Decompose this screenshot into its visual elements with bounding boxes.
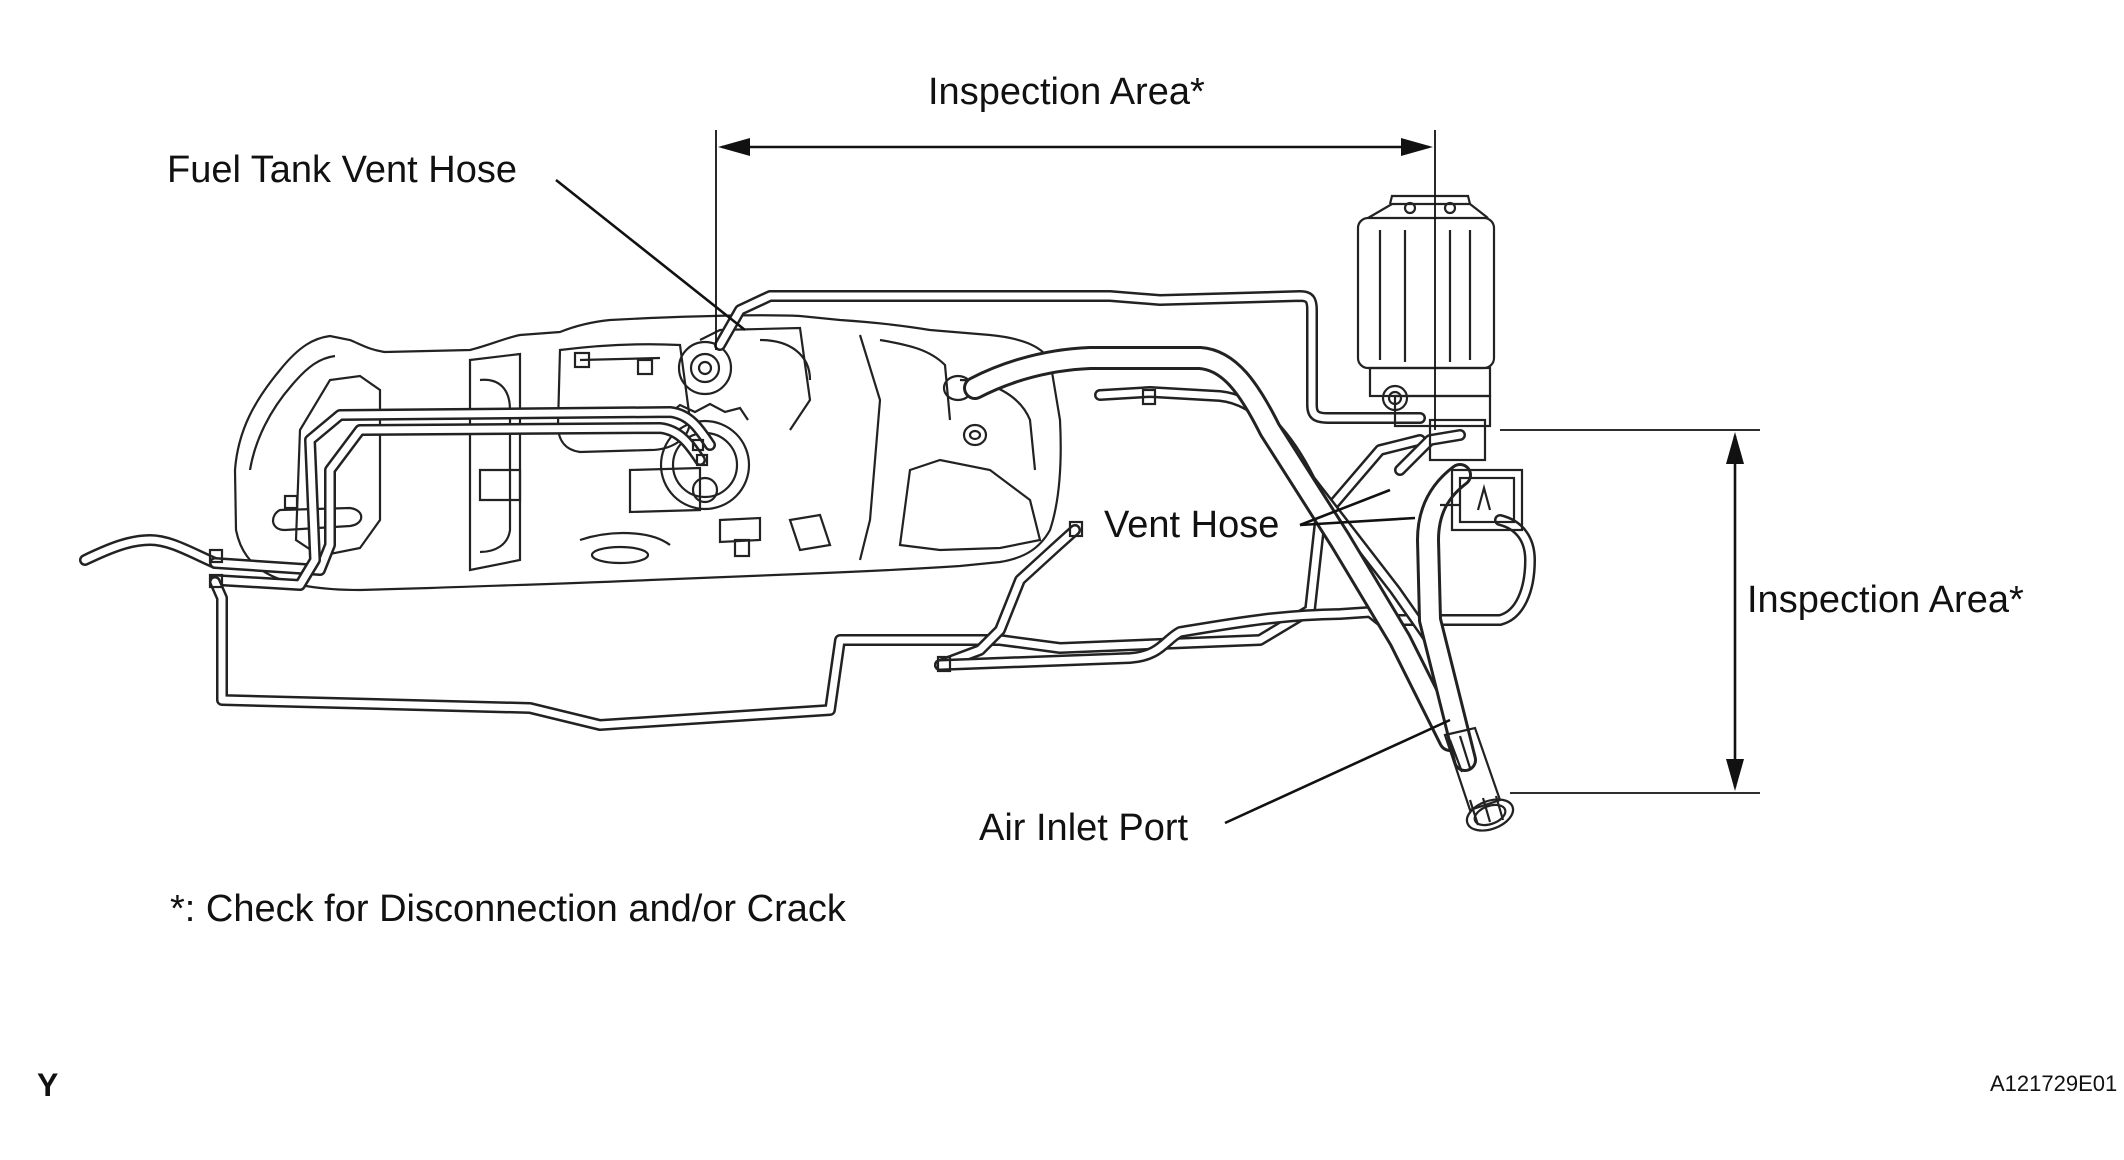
figure-code: A121729E01 <box>1990 1071 2117 1096</box>
footnote: *: Check for Disconnection and/or Crack <box>170 888 847 930</box>
connectors <box>208 388 1157 673</box>
charcoal-canister <box>1356 194 1524 532</box>
fuel-tank <box>233 314 1062 592</box>
inspection-area-top-dimension <box>715 130 1436 430</box>
fuel-tank-vent-hose-label: Fuel Tank Vent Hose <box>167 149 517 191</box>
vent-hose-label: Vent Hose <box>1104 504 1279 546</box>
inspection-area-right-label: Inspection Area* <box>1747 579 2024 621</box>
inspection-area-right-dimension <box>1500 429 1760 794</box>
corner-mark: Y <box>37 1067 58 1103</box>
filler-neck <box>1443 726 1515 832</box>
inspection-area-top-label: Inspection Area* <box>928 71 1205 113</box>
air-inlet-port-label: Air Inlet Port <box>979 807 1189 849</box>
leader-lines <box>555 178 1451 825</box>
fuel-and-vapor-lines <box>79 290 1536 731</box>
